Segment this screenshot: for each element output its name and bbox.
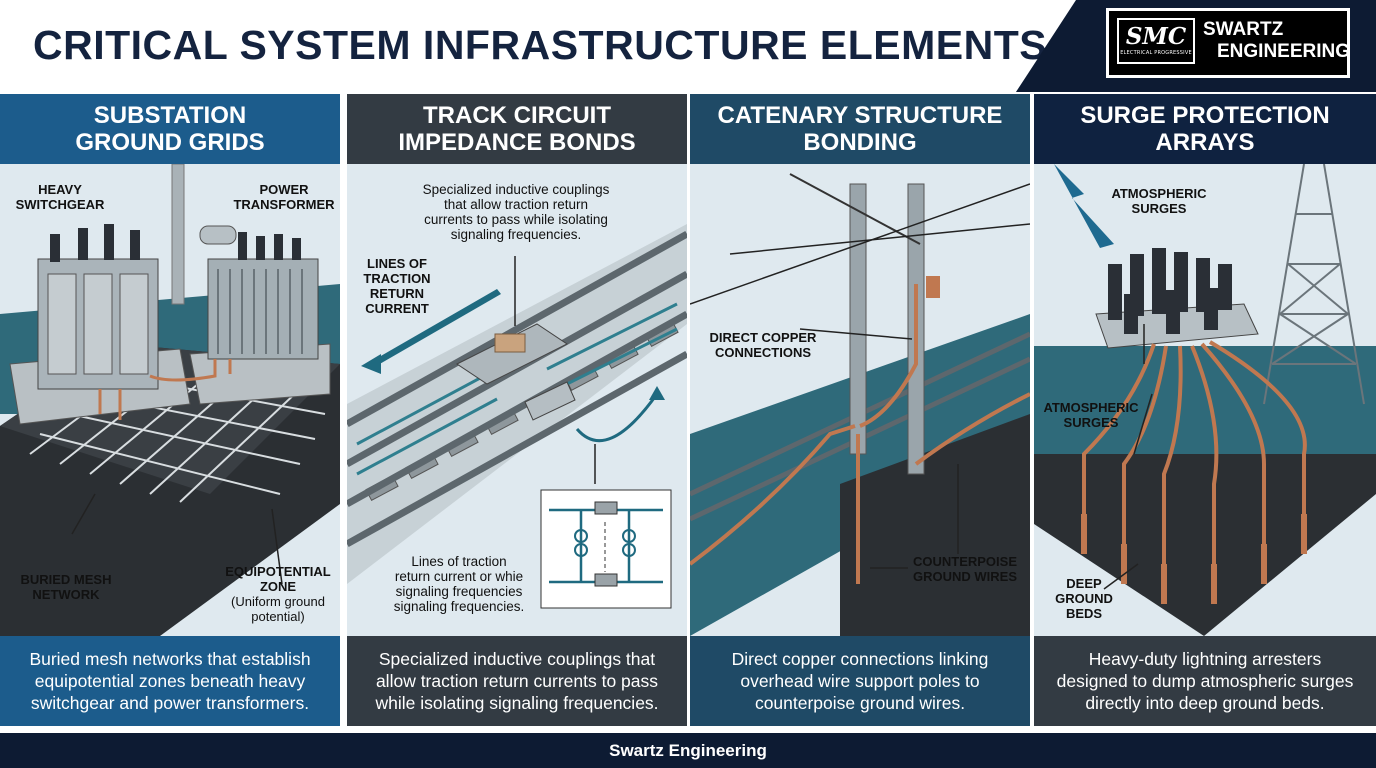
panel-title-line-1: CATENARY STRUCTURE [717,102,1003,129]
ground-cutaway [840,414,1030,636]
messenger-wire [729,223,1030,255]
panel-substation-ground-grids: SUBSTATION GROUND GRIDS [0,94,340,726]
panel-title-line-2: GROUND GRIDS [75,129,265,156]
panel-title-line-2: BONDING [803,129,917,156]
catenary-svg [690,173,1030,636]
conservator-tank [199,225,237,245]
panel-title: TRACK CIRCUIT IMPEDANCE BONDS [347,94,687,164]
panel-title: CATENARY STRUCTURE BONDING [690,94,1030,164]
panel-surge-protection-arrays: SURGE PROTECTION ARRAYS [1034,94,1376,726]
logo-tagline: ELECTRICAL PROGRESSIVE [1120,50,1192,56]
page-title: CRITICAL SYSTEM INFRASTRUCTURE ELEMENTS [33,22,1048,68]
impedance-bond-svg [347,224,687,609]
zone-leader [271,508,283,585]
schematic-coils [574,529,636,557]
panel-title-line-2: ARRAYS [1155,129,1255,156]
panel-title: SUBSTATION GROUND GRIDS [0,94,340,164]
panel-title: SURGE PROTECTION ARRAYS [1034,94,1376,164]
logo-emblem: SMC ELECTRICAL PROGRESSIVE [1117,18,1195,64]
direct-copper-leader [799,328,913,340]
support-pole-front [849,183,867,455]
transformer-bushings [238,232,301,260]
traction-current-lines [356,302,678,476]
copper-bond-wires [690,284,1030,584]
ground-bed-leader [1103,563,1139,590]
ground-cutaway [1034,454,1376,636]
transformer-body [207,258,319,360]
surge-protection-svg [1034,164,1376,636]
surge-leader [1133,393,1153,455]
logo-name-line-2: ENGINEERING [1217,41,1351,62]
copper-ground-leads [98,359,232,420]
utility-pole [171,164,185,305]
lightning-bolt-icon [1054,164,1114,248]
footer: Swartz Engineering [0,733,1376,768]
transmission-tower [1263,164,1365,405]
logo-name-line-1: SWARTZ [1203,19,1284,40]
panel-catenary-structure-bonding: CATENARY STRUCTURE BONDING DIRECT COP [690,94,1030,726]
lightning-arresters [1108,248,1232,334]
panel-title-line-1: SUBSTATION [93,102,247,129]
footer-text: Swartz Engineering [609,740,767,760]
junction-box [524,381,576,421]
substation-svg [0,164,340,636]
logo-name: SWARTZ ENGINEERING [1203,19,1350,63]
copper-ground-leads [1082,340,1307,564]
contact-wire [690,183,1030,305]
mesh-leader [71,493,96,535]
panel-track-circuit-impedance-bonds: TRACK CIRCUIT IMPEDANCE BONDS [347,94,687,726]
ground-surface [1034,346,1376,454]
header: CRITICAL SYSTEM INFRASTRUCTURE ELEMENTS … [0,0,1376,92]
logo-initials: SMC [1125,23,1187,50]
traction-arrow-left [367,289,501,369]
panel-title-line-2: IMPEDANCE BONDS [398,129,636,156]
bond-coil [494,333,526,353]
panel-title-line-1: TRACK CIRCUIT [423,102,611,129]
switchgear-bushings [50,224,140,262]
panel-title-line-1: SURGE PROTECTION [1080,102,1330,129]
traction-arrow-right [575,393,659,443]
ground-rods [1081,514,1307,604]
company-logo: SMC ELECTRICAL PROGRESSIVE SWARTZ ENGINE… [1106,8,1350,78]
